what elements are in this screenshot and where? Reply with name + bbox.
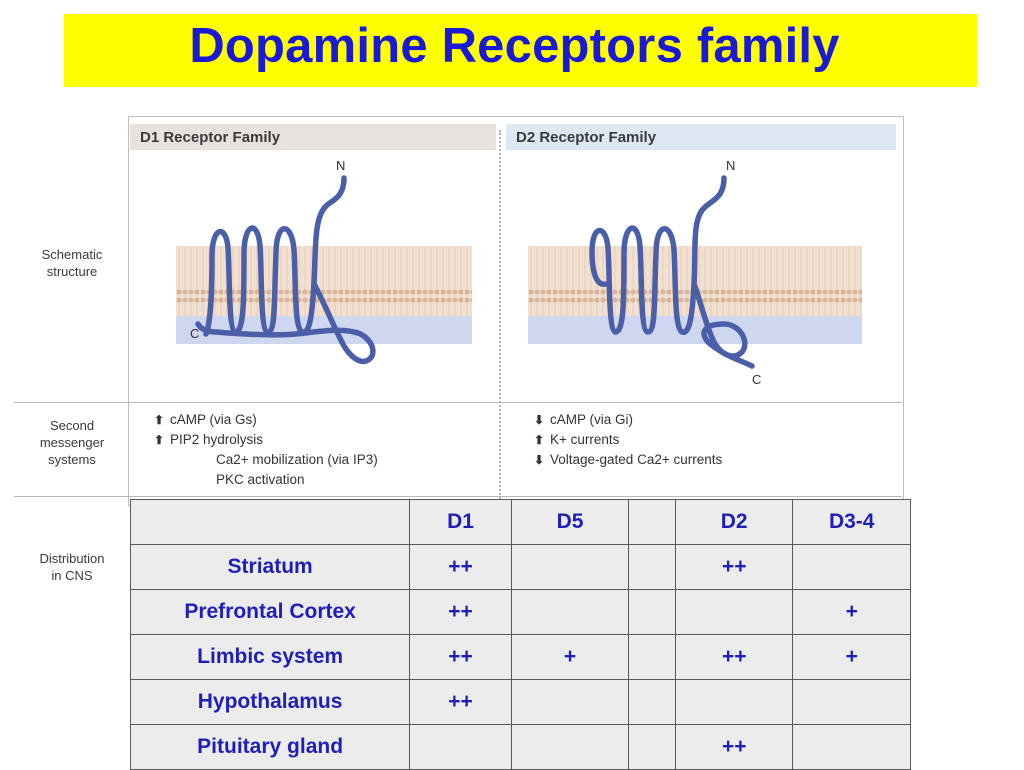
value-cell: +	[792, 634, 911, 680]
label-line: Schematic	[41, 247, 103, 262]
d1-receptor-diagram: N C	[176, 158, 472, 365]
d2-second-messengers: ⬇ cAMP (via Gi) ⬆ K+ currents ⬇ Voltage-gat…	[534, 410, 722, 470]
region-cell: Limbic system	[129, 634, 411, 680]
table-row: Limbic system ++ + ++ +	[129, 634, 911, 680]
row-divider	[14, 496, 902, 497]
label-line: Second	[49, 418, 95, 433]
d1-second-messengers: ⬆ cAMP (via Gs) ⬆ PIP2 hydrolysis Ca2+ mob…	[154, 410, 378, 490]
value-cell	[510, 724, 630, 770]
n-terminus-label: N	[726, 158, 735, 173]
d2-family-header: D2 Receptor Family	[506, 124, 896, 150]
value-cell: +	[792, 589, 911, 635]
value-cell: ++	[409, 679, 512, 725]
label-line: messenger	[39, 435, 105, 450]
header-cell	[129, 499, 411, 545]
table-row: Hypothalamus ++	[129, 679, 911, 725]
d2-receptor-diagram: N C	[528, 158, 862, 387]
slide-title: Dopamine Receptors family	[189, 18, 840, 73]
region-cell: Striatum	[129, 544, 411, 590]
value-cell	[628, 679, 676, 725]
d1-intracellular-loop	[195, 281, 376, 365]
label-line: systems	[48, 452, 96, 467]
value-cell	[510, 679, 630, 725]
up-arrow-icon: ⬆	[154, 413, 165, 427]
header-cell: D5	[510, 499, 630, 545]
region-cell: Pituitary gland	[129, 724, 411, 770]
region-cell: Prefrontal Cortex	[129, 589, 411, 635]
region-cell: Hypothalamus	[129, 679, 411, 725]
up-arrow-icon: ⬆	[154, 433, 165, 447]
title-banner: Dopamine Receptors family	[64, 14, 977, 87]
schematic-structure-label: Schematic structure	[20, 246, 124, 280]
messenger-text: K+ currents	[550, 432, 620, 447]
family-divider	[499, 130, 501, 506]
header-cell: D3-4	[792, 499, 911, 545]
cytoplasm-band	[528, 316, 862, 344]
down-arrow-icon: ⬇	[534, 453, 545, 467]
value-cell: ++	[674, 724, 794, 770]
value-cell	[409, 724, 512, 770]
up-arrow-icon: ⬆	[534, 433, 545, 447]
messenger-item: ⬆ cAMP (via Gs)	[154, 410, 378, 430]
distribution-label: Distribution in CNS	[20, 550, 124, 584]
value-cell: ++	[674, 634, 794, 680]
n-terminus-label: N	[336, 158, 345, 173]
value-cell	[674, 589, 794, 635]
label-line: in CNS	[51, 568, 93, 583]
header-cell	[628, 499, 676, 545]
header-cell: D1	[409, 499, 512, 545]
value-cell	[628, 634, 676, 680]
table-row: Pituitary gland ++	[129, 724, 911, 770]
header-cell: D2	[674, 499, 794, 545]
value-cell: ++	[409, 589, 512, 635]
value-cell	[792, 679, 911, 725]
messenger-text: Ca2+ mobilization (via IP3)	[216, 452, 378, 467]
messenger-text: cAMP (via Gi)	[550, 412, 634, 427]
messenger-item: ⬆ K+ currents	[534, 430, 722, 450]
messenger-item: PKC activation	[154, 470, 378, 490]
value-cell	[628, 724, 676, 770]
down-arrow-icon: ⬇	[534, 413, 545, 427]
value-cell	[628, 589, 676, 635]
value-cell	[674, 679, 794, 725]
value-cell: ++	[674, 544, 794, 590]
messenger-text: cAMP (via Gs)	[170, 412, 257, 427]
receptor-figure: D1 Receptor Family D2 Receptor Family Sc…	[0, 110, 1024, 630]
label-line: structure	[46, 264, 98, 279]
label-line: Distribution	[39, 551, 105, 566]
value-cell: ++	[409, 544, 512, 590]
d1-family-header: D1 Receptor Family	[130, 124, 496, 150]
d2-intracellular-loop	[691, 281, 755, 369]
messenger-item: ⬆ PIP2 hydrolysis	[154, 430, 378, 450]
table-row: Striatum ++ ++	[129, 544, 911, 590]
value-cell	[510, 589, 630, 635]
c-terminus-label: C	[190, 326, 199, 341]
c-terminus-label: C	[752, 372, 761, 387]
value-cell	[792, 724, 911, 770]
messenger-item: Ca2+ mobilization (via IP3)	[154, 450, 378, 470]
table-row: Prefrontal Cortex ++ +	[129, 589, 911, 635]
value-cell	[510, 544, 630, 590]
second-messenger-label: Second messenger systems	[20, 417, 124, 468]
messenger-text: Voltage-gated Ca2+ currents	[550, 452, 723, 467]
table-header-row: D1 D5 D2 D3-4	[129, 499, 911, 545]
value-cell	[628, 544, 676, 590]
messenger-item: ⬇ Voltage-gated Ca2+ currents	[534, 450, 722, 470]
value-cell: ++	[409, 634, 512, 680]
distribution-table: D1 D5 D2 D3-4 Striatum ++ ++ Prefrontal …	[129, 499, 911, 770]
value-cell: +	[510, 634, 630, 680]
messenger-item: ⬇ cAMP (via Gi)	[534, 410, 722, 430]
messenger-text: PKC activation	[216, 472, 305, 487]
value-cell	[792, 544, 911, 590]
row-divider	[14, 402, 902, 403]
messenger-text: PIP2 hydrolysis	[170, 432, 264, 447]
